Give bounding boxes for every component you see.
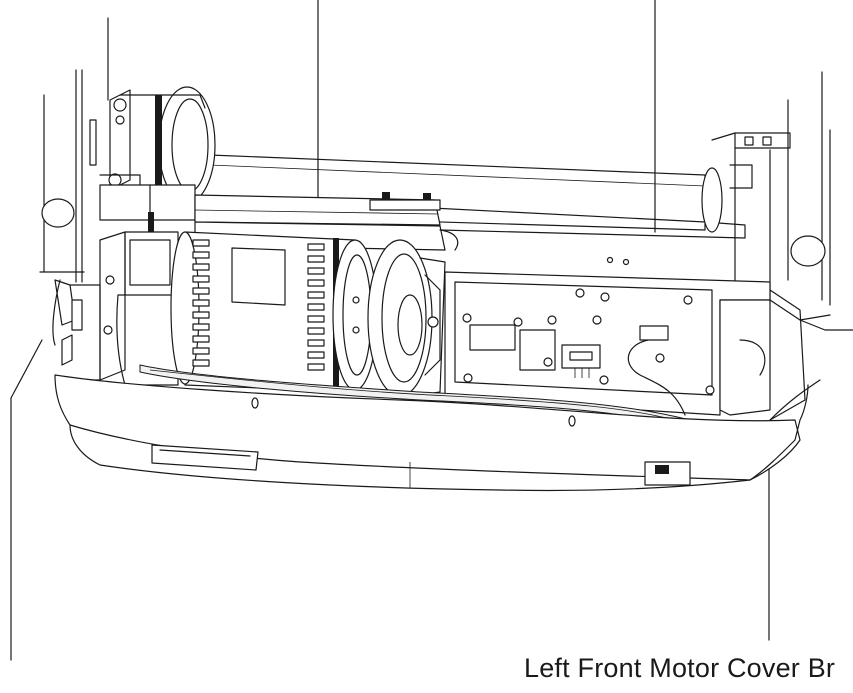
motor-end-cap [332, 239, 446, 397]
left-frame-rails [39, 69, 97, 346]
left-motor-mount [61, 231, 179, 386]
motor-vent-slots-right [307, 243, 325, 371]
left-roller-knob [41, 198, 75, 228]
rear-roller-end [701, 167, 723, 233]
rear-roller-area [209, 154, 746, 239]
right-frame-rails [711, 71, 853, 331]
leader-lines [10, 0, 770, 661]
callout-label-left-front-motor-cover-bracket: Left Front Motor Cover Br [524, 653, 836, 683]
motor-vent-slots-left [192, 239, 210, 367]
front-motor-cover [54, 374, 821, 492]
motor-label-plate [231, 247, 286, 306]
motor-controller-board [444, 256, 806, 421]
drive-motor [170, 231, 361, 393]
motor-flywheel [367, 239, 433, 397]
drive-pulley [99, 86, 216, 210]
right-roller-knob [790, 235, 826, 267]
board-connector [639, 325, 669, 341]
leader-line-left-angle [10, 339, 43, 399]
